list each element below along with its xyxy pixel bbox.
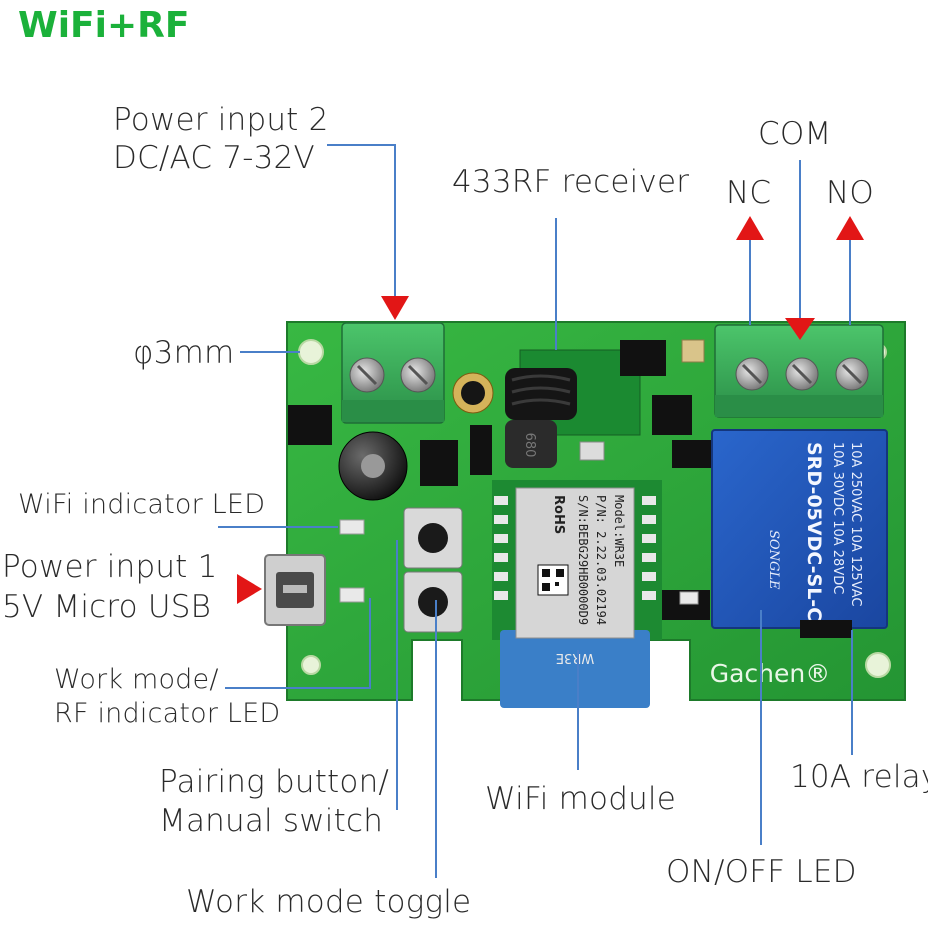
wifi-module: Model:WR3E P/N: 2.22.03.02194 S/N:BEBG29… bbox=[492, 480, 662, 708]
label-onoff-led: ON/OFF LED bbox=[666, 854, 857, 890]
inductor-label: 680 bbox=[522, 433, 537, 458]
arrow-markers bbox=[237, 216, 864, 604]
page-title: WiFi+RF bbox=[18, 5, 190, 46]
label-no: NO bbox=[826, 175, 874, 211]
relay-terminal-block bbox=[714, 324, 884, 418]
power-terminal-block bbox=[341, 322, 445, 424]
label-power-input-1-line2: 5V Micro USB bbox=[2, 589, 212, 625]
relay-component: 10A 250VAC 10A 125VAC 10A 30VDC 10A 28VD… bbox=[711, 429, 888, 638]
label-nc: NC bbox=[726, 175, 772, 211]
module-model-text: Model:WR3E bbox=[612, 495, 626, 567]
arrow-down-power2 bbox=[381, 296, 409, 320]
label-pairing-line2: Manual switch bbox=[159, 803, 384, 839]
label-power-input-2-line1: Power input 2 bbox=[113, 102, 329, 138]
label-work-mode-led-line2: RF indicator LED bbox=[54, 698, 281, 729]
arrow-right-usb bbox=[237, 574, 262, 604]
label-hole: φ3mm bbox=[133, 335, 235, 371]
mount-hole bbox=[298, 339, 324, 365]
leader-lines bbox=[218, 144, 853, 878]
label-rf-receiver: 433RF receiver bbox=[452, 164, 690, 200]
label-power-input-2-line2: DC/AC 7-32V bbox=[113, 140, 315, 176]
relay-brand-text: SONGLE bbox=[766, 530, 781, 590]
module-rohs-text: RoHS bbox=[551, 495, 566, 534]
board-brand: Gachen® bbox=[710, 659, 831, 688]
label-relay: 10A relay bbox=[790, 759, 928, 795]
micro-usb-port bbox=[264, 554, 326, 626]
label-wifi-led: WiFi indicator LED bbox=[18, 489, 266, 520]
capacitors bbox=[338, 372, 494, 501]
relay-rating-line1: 10A 250VAC 10A 125VAC bbox=[848, 442, 863, 607]
relay-model-text: SRD-05VDC-SL-C bbox=[803, 442, 825, 621]
mount-hole bbox=[865, 652, 891, 678]
label-com: COM bbox=[758, 116, 832, 152]
label-work-mode-led-line1: Work mode/ bbox=[54, 664, 219, 695]
label-pairing-line1: Pairing button/ bbox=[159, 764, 390, 800]
ic-chips bbox=[288, 339, 712, 620]
label-work-mode-toggle: Work mode toggle bbox=[186, 884, 472, 920]
module-pn-text: P/N: 2.22.03.02194 bbox=[594, 495, 608, 625]
arrow-down-com bbox=[785, 318, 815, 340]
tactile-buttons bbox=[403, 507, 463, 633]
arrow-up-nc bbox=[736, 216, 764, 240]
label-wifi-module: WiFi module bbox=[485, 781, 677, 817]
module-sn-text: S/N:BEBG29HB0000D9 bbox=[576, 495, 590, 625]
module-back-text: WR3E bbox=[556, 650, 594, 665]
arrow-up-no bbox=[836, 216, 864, 240]
relay-rating-line2: 10A 30VDC 10A 28VDC bbox=[830, 442, 845, 594]
label-power-input-1-line1: Power input 1 bbox=[2, 549, 218, 585]
led-indicators bbox=[339, 519, 699, 605]
